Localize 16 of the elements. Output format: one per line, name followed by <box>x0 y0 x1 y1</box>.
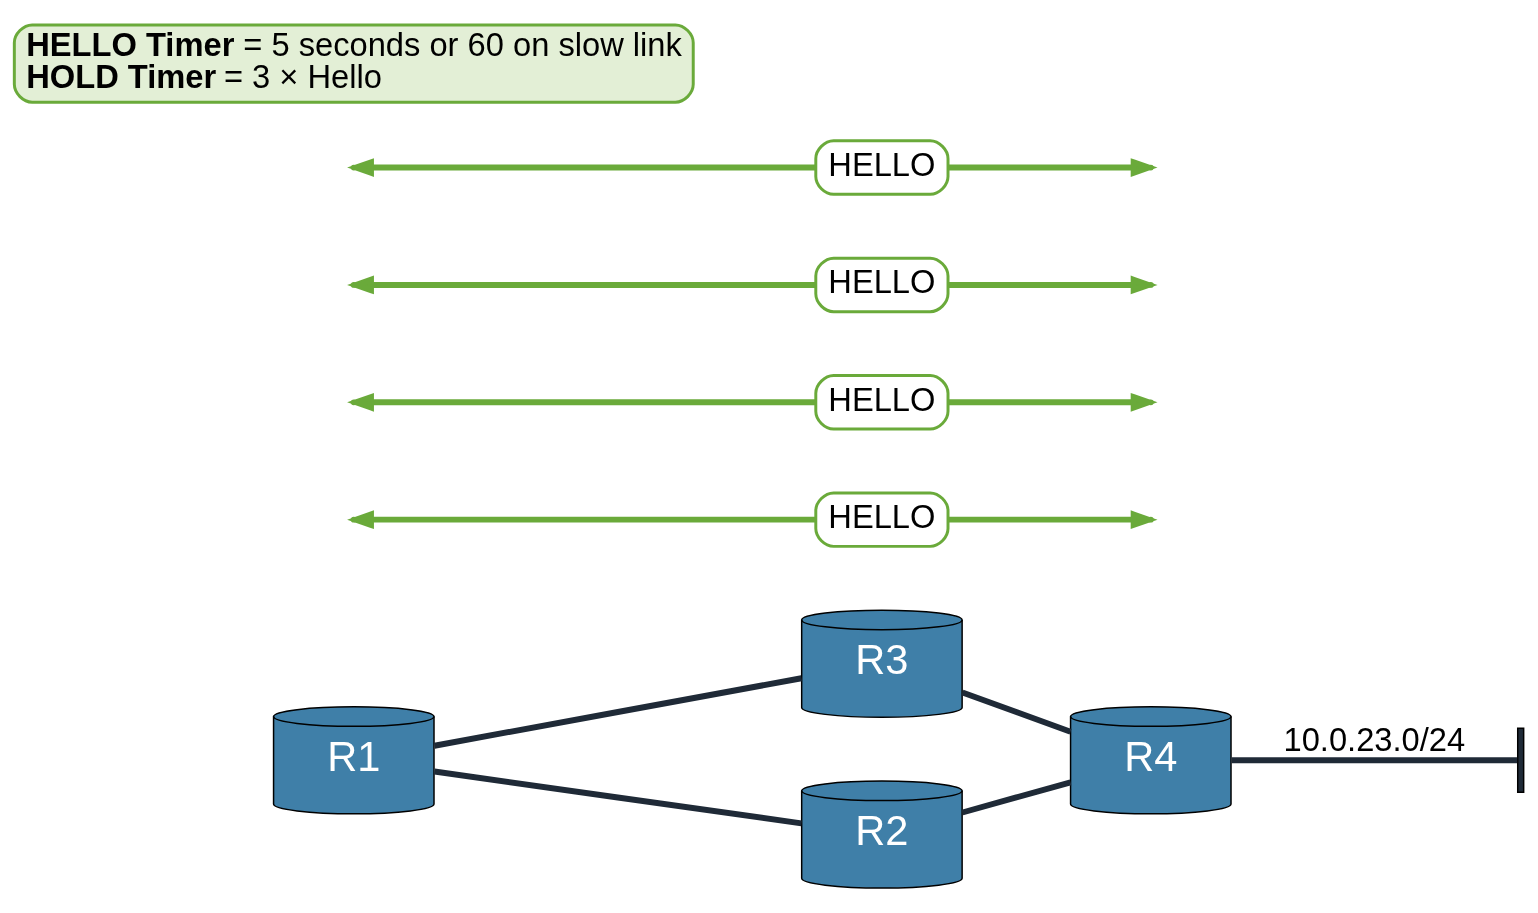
arrow <box>948 158 1158 177</box>
connector <box>1231 757 1518 764</box>
node-box: HELLO Timer = 5 seconds or 60 on slow link HOLD Timer = 3 × Hello <box>12 23 695 104</box>
node-box: HELLO <box>814 491 950 548</box>
connector <box>434 768 802 827</box>
edge-label: 10.0.23.0/24 <box>1283 720 1466 758</box>
arrow <box>948 275 1158 295</box>
connector <box>961 779 1072 816</box>
connector <box>961 689 1072 735</box>
node-box: HELLO <box>814 374 950 431</box>
node-box: HELLO <box>814 139 950 196</box>
arrow <box>948 510 1158 530</box>
node-bar <box>1517 727 1525 793</box>
node-box: HELLO <box>814 256 950 314</box>
connector <box>433 675 802 749</box>
arrow <box>948 392 1158 412</box>
